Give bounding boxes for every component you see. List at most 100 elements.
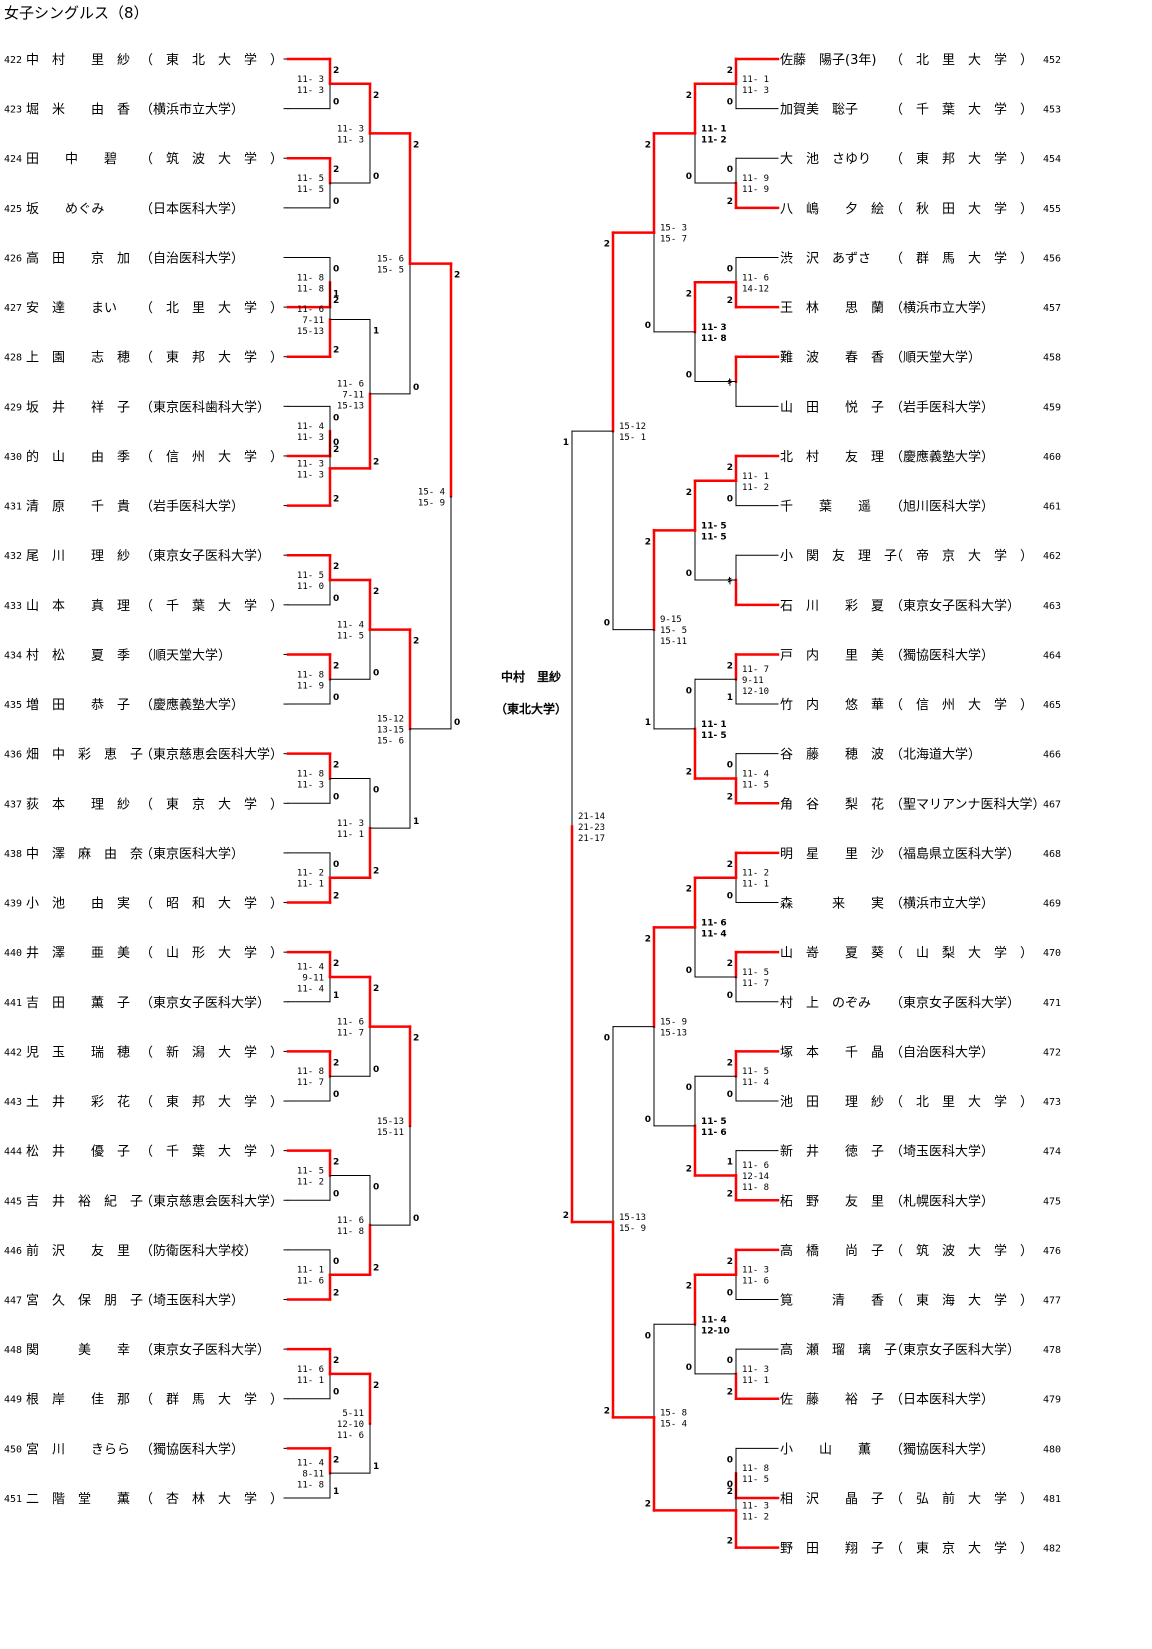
player-seed-number: 451 xyxy=(4,1494,22,1505)
games-won: 0 xyxy=(727,98,733,108)
player-school: （ 群 馬 大 学 ） xyxy=(140,1392,283,1408)
games-won: 2 xyxy=(333,761,339,771)
player-seed-number: 423 xyxy=(4,105,22,116)
match-score: 11- 3 xyxy=(297,75,324,85)
player-school: （獨協医科大学） xyxy=(890,1441,994,1457)
games-won: 2 xyxy=(333,165,339,175)
player-seed-number: 457 xyxy=(1043,303,1061,314)
player-name: 村 上 のぞみ xyxy=(780,996,871,1011)
player-seed-number: 439 xyxy=(4,899,22,910)
match-score: 11- 8 xyxy=(701,334,727,344)
player-name: 増 田 恭 子 xyxy=(26,698,130,713)
player-seed-number: 440 xyxy=(4,948,22,959)
games-won: 0 xyxy=(686,966,692,976)
player-name: 森 来 実 xyxy=(780,896,884,912)
player-school: （埼玉医科大学） xyxy=(890,1144,994,1160)
match-score: 11- 3 xyxy=(337,819,364,829)
games-won: 2 xyxy=(563,1211,569,1221)
match-score: 11- 2 xyxy=(742,483,769,493)
games-won: 1 xyxy=(727,693,733,703)
games-won: 0 xyxy=(333,792,339,802)
player-seed-number: 441 xyxy=(4,998,22,1009)
player-school: （獨協医科大学） xyxy=(890,647,994,663)
player-name: 中 村 里 紗 xyxy=(26,53,130,68)
match-score: 11- 1 xyxy=(297,880,324,890)
player-school: （ 東 邦 大 学 ） xyxy=(140,350,283,366)
games-won: 0 xyxy=(604,619,610,629)
champion-school: （東北大学） xyxy=(495,701,567,716)
games-won: 2 xyxy=(333,495,339,505)
match-score: 7-11 xyxy=(302,316,324,326)
games-won: 0 xyxy=(413,1214,419,1224)
player-seed-number: 428 xyxy=(4,353,22,364)
games-won: 0 xyxy=(645,1331,651,1341)
games-won: 1 xyxy=(333,289,339,299)
match-score: 11- 7 xyxy=(742,665,769,675)
player-name: 宮 久 保 朋 子 xyxy=(26,1293,143,1309)
games-won: 2 xyxy=(604,1406,610,1416)
player-school: （横浜市立大学） xyxy=(890,300,994,316)
match-score: 15-12 xyxy=(619,422,646,432)
player-school: （ 山 形 大 学 ） xyxy=(140,945,283,961)
player-name: 的 山 由 季 xyxy=(26,449,130,465)
games-won: 2 xyxy=(727,1058,733,1068)
player-school: （ 新 潟 大 学 ） xyxy=(140,1044,283,1060)
games-won: 2 xyxy=(727,959,733,969)
player-name: 加賀美 聡子 xyxy=(780,103,858,118)
player-seed-number: 437 xyxy=(4,799,22,810)
player-name: 宮 川 きらら xyxy=(26,1441,130,1457)
player-name: 竹 内 悠 華 xyxy=(780,697,884,713)
match-score: 11- 9 xyxy=(742,185,769,195)
games-won: 0 xyxy=(373,1182,379,1192)
games-won: 0 xyxy=(686,686,692,696)
match-score: 11- 8 xyxy=(742,1183,769,1193)
match-score: 11- 9 xyxy=(297,681,324,691)
match-score: 11- 1 xyxy=(742,75,769,85)
player-seed-number: 454 xyxy=(1043,154,1061,165)
player-school: （岩手医科大学） xyxy=(140,499,244,515)
match-score: 11- 5 xyxy=(701,532,727,542)
match-score: 11- 2 xyxy=(297,1177,324,1187)
match-score: 11- 6 xyxy=(297,305,324,315)
match-score: 9-11 xyxy=(742,676,764,686)
games-won: 2 xyxy=(413,140,419,150)
match-score: 11- 1 xyxy=(701,720,727,730)
player-school: （日本医科大学） xyxy=(890,1392,994,1408)
match-score: 11- 0 xyxy=(297,582,324,592)
games-won: 2 xyxy=(686,1282,692,1292)
match-score: 11- 5 xyxy=(742,1067,769,1077)
player-school: （自治医科大学） xyxy=(140,250,244,266)
player-school: （聖マリアンナ医科大学） xyxy=(890,796,1045,812)
player-name: 尾 川 理 紗 xyxy=(26,549,130,564)
walkover-mark: ｷ xyxy=(727,576,732,587)
match-score: 11- 1 xyxy=(297,1266,324,1276)
player-name: 谷 藤 穂 波 xyxy=(780,748,884,763)
player-name: 佐藤 陽子(3年) xyxy=(780,53,876,68)
player-name: 千 葉 遥 xyxy=(780,500,871,515)
games-won: 2 xyxy=(373,867,379,877)
player-school: （札幌医科大学） xyxy=(890,1193,994,1209)
player-seed-number: 473 xyxy=(1043,1097,1061,1108)
player-name: 根 岸 佳 那 xyxy=(26,1393,130,1408)
player-name: 中 澤 麻 由 奈 xyxy=(26,847,143,862)
player-school: （ 千 葉 大 学 ） xyxy=(140,1144,283,1160)
player-school: （獨協医科大学） xyxy=(140,1441,244,1457)
match-score: 11- 8 xyxy=(297,1481,324,1491)
player-seed-number: 477 xyxy=(1043,1296,1061,1307)
games-won: 1 xyxy=(727,1158,733,1168)
games-won: 0 xyxy=(333,1189,339,1199)
match-score: 7-11 xyxy=(342,390,364,400)
player-seed-number: 442 xyxy=(4,1047,22,1058)
games-won: 2 xyxy=(727,792,733,802)
match-score: 11- 6 xyxy=(337,1216,364,1226)
games-won: 2 xyxy=(727,296,733,306)
games-won: 2 xyxy=(727,197,733,207)
match-score: 15- 8 xyxy=(660,1408,687,1418)
match-score: 12-10 xyxy=(701,1326,730,1336)
player-name: 関 美 幸 xyxy=(26,1343,130,1358)
games-won: 0 xyxy=(333,1090,339,1100)
games-won: 1 xyxy=(333,1487,339,1497)
player-name: 高 田 京 加 xyxy=(26,250,130,266)
player-name: 新 井 徳 子 xyxy=(780,1144,884,1160)
